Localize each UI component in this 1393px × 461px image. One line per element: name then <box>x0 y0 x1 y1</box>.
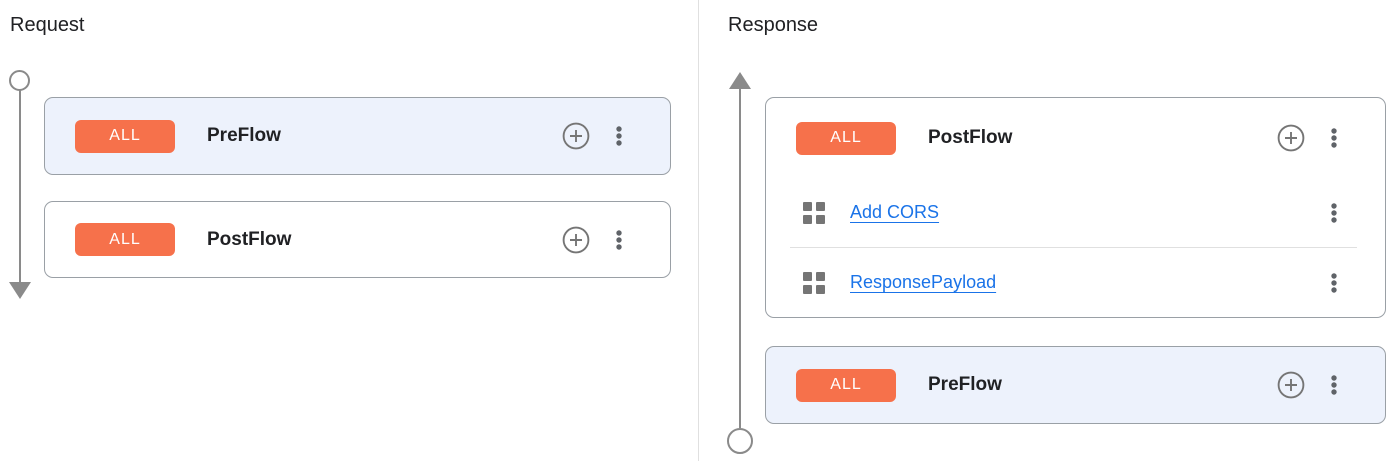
condition-badge: ALL <box>796 368 896 402</box>
condition-badge: ALL <box>75 223 175 256</box>
more-options-button[interactable] <box>1323 201 1345 225</box>
condition-badge: ALL <box>75 119 175 153</box>
add-policy-step-button[interactable] <box>562 226 590 254</box>
more-options-button[interactable] <box>1323 271 1345 295</box>
request-panel-title: Request <box>10 14 85 36</box>
three-dot-menu-icon <box>616 126 622 146</box>
plus-circle-icon <box>562 226 590 253</box>
request-flow-start-circle <box>9 70 30 91</box>
policy-row: Add CORS <box>766 178 1385 247</box>
more-options-button[interactable] <box>1323 126 1345 150</box>
plus-circle-icon <box>562 122 590 150</box>
three-dot-menu-icon <box>1331 375 1337 395</box>
response-preflow-card[interactable]: ALL PreFlow <box>765 346 1386 424</box>
more-options-button[interactable] <box>1323 373 1345 397</box>
three-dot-menu-icon <box>1331 272 1337 293</box>
request-preflow-card[interactable]: ALL PreFlow <box>44 97 671 175</box>
policy-row-divider <box>790 247 1357 248</box>
more-options-button[interactable] <box>608 228 630 252</box>
flow-name: PreFlow <box>207 125 281 146</box>
request-postflow-card[interactable]: ALL PostFlow <box>44 201 671 278</box>
response-flow-line <box>739 88 741 428</box>
response-panel-title: Response <box>728 14 819 36</box>
three-dot-menu-icon <box>1331 202 1337 223</box>
policy-link-responsepayload[interactable]: ResponsePayload <box>850 272 997 292</box>
add-policy-step-button[interactable] <box>1277 124 1305 152</box>
flow-card-header: ALL PostFlow <box>766 98 1385 178</box>
policy-row: ResponsePayload <box>766 248 1385 317</box>
request-flow-down-arrow-icon <box>9 282 31 299</box>
policy-link-add-cors[interactable]: Add CORS <box>850 202 940 222</box>
add-policy-step-button[interactable] <box>1277 371 1305 399</box>
policy-grid-icon <box>802 201 826 225</box>
response-postflow-card[interactable]: ALL PostFlow <box>765 97 1386 318</box>
plus-circle-icon <box>1277 371 1305 399</box>
more-options-button[interactable] <box>608 124 630 148</box>
flow-name: PostFlow <box>207 228 292 250</box>
plus-circle-icon <box>1277 124 1305 152</box>
policy-grid-icon <box>802 271 826 295</box>
column-divider <box>698 0 699 461</box>
request-flow-line <box>19 90 21 282</box>
three-dot-menu-icon <box>616 229 622 250</box>
condition-badge: ALL <box>796 121 896 155</box>
three-dot-menu-icon <box>1331 128 1337 148</box>
response-flow-start-circle <box>727 428 753 454</box>
flow-name: PreFlow <box>928 374 1002 395</box>
flow-name: PostFlow <box>928 127 1013 148</box>
add-policy-step-button[interactable] <box>562 122 590 150</box>
response-flow-up-arrow-icon <box>729 72 751 89</box>
